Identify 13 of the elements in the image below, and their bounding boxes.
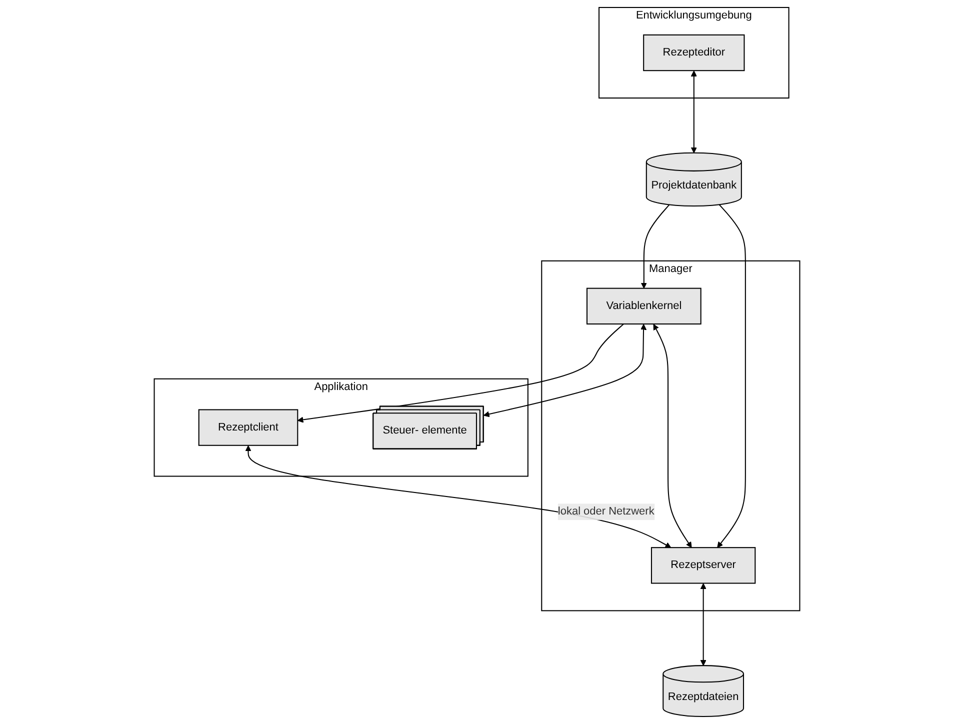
arrow [245, 445, 672, 548]
arrow [690, 70, 697, 154]
node-box: Variablenkernel [586, 288, 702, 324]
edge-label: lokal oder Netzwerk [558, 506, 654, 518]
arrow [483, 324, 647, 418]
arrow [640, 204, 670, 289]
node-box: Rezeptclient [198, 409, 298, 446]
arrow [653, 324, 692, 548]
arrow [717, 204, 746, 548]
node-box: Rezeptserver [650, 547, 756, 584]
arrow [297, 324, 624, 423]
arrow [700, 583, 706, 666]
node-box: Rezepteditor [643, 34, 745, 72]
